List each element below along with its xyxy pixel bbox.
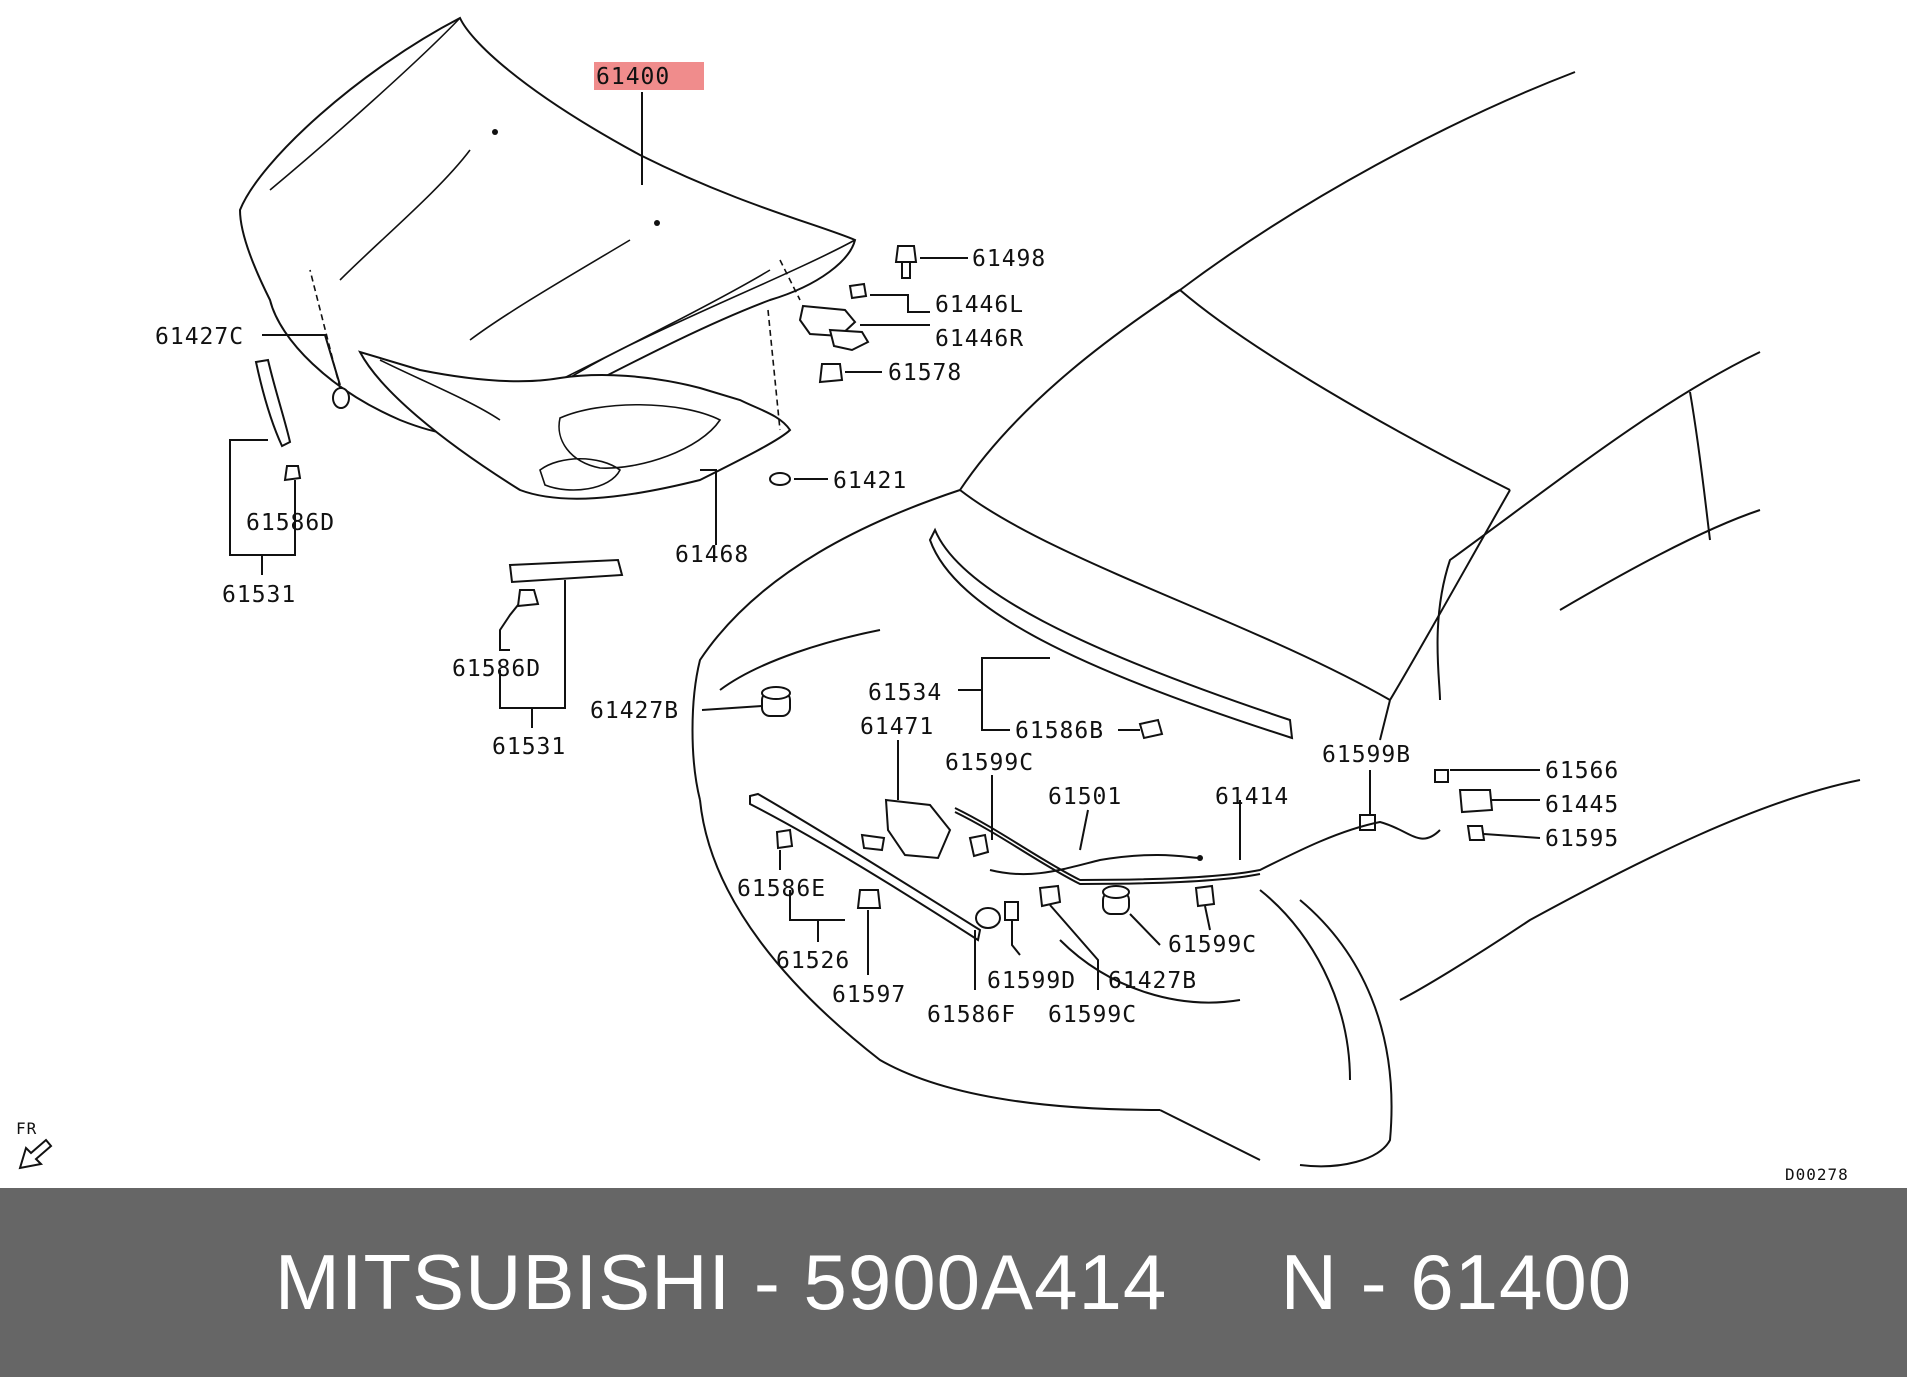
- clip-61599C-a: [968, 833, 990, 858]
- part-number: 5900A414: [803, 1238, 1168, 1326]
- label-61421: 61421: [833, 468, 907, 494]
- hood-insulator: [358, 350, 792, 500]
- clip-61599B: [1359, 814, 1376, 831]
- label-61586D-a: 61586D: [246, 510, 335, 536]
- label-61427B-b: 61427B: [1108, 968, 1197, 994]
- drawing-id: D00278: [1785, 1165, 1849, 1184]
- label-61468: 61468: [675, 542, 749, 568]
- label-61526: 61526: [776, 948, 850, 974]
- ref-number: 61400: [1410, 1238, 1633, 1326]
- parts-diagram: 61400 61498 61446L 61446R 61578 61427C 6…: [16, 16, 1861, 1184]
- label-61531-b: 61531: [492, 734, 566, 760]
- label-61498: 61498: [972, 246, 1046, 272]
- bumper-61427B-top: [761, 686, 791, 717]
- clip-61599C-c: [1194, 884, 1216, 908]
- label-61597: 61597: [832, 982, 906, 1008]
- label-61534: 61534: [868, 680, 942, 706]
- hood-panel: [238, 16, 857, 437]
- bumper-61578: [767, 309, 844, 431]
- label-61414: 61414: [1215, 784, 1289, 810]
- clip-61421: [769, 472, 791, 486]
- n-label: N: [1280, 1238, 1338, 1326]
- label-61586E: 61586E: [737, 876, 826, 902]
- clip-61586D-a: [283, 465, 302, 482]
- bolt-61566: [1434, 769, 1449, 783]
- label-61471: 61471: [860, 714, 934, 740]
- label-61586D-b: 61586D: [452, 656, 541, 682]
- separator: -: [1337, 1238, 1411, 1326]
- footer-title: MITSUBISHI - 5900A414 N - 61400: [275, 1237, 1632, 1328]
- seal-61531-mid: [508, 558, 624, 584]
- weatherstrip-61534: [928, 527, 1294, 740]
- grommet-61586F: [975, 907, 1001, 929]
- label-61445: 61445: [1545, 792, 1619, 818]
- front-arrow-icon: FR: [16, 1119, 53, 1170]
- label-61400: 61400: [596, 64, 670, 90]
- label-61566: 61566: [1545, 758, 1619, 784]
- label-61586B: 61586B: [1015, 718, 1104, 744]
- label-61446R: 61446R: [935, 326, 1024, 352]
- label-61599C-a: 61599C: [945, 750, 1034, 776]
- bolt-61597: [856, 889, 882, 909]
- clip-61586B: [1138, 718, 1164, 740]
- clip-61586D-b: [516, 589, 540, 608]
- label-61446L: 61446L: [935, 292, 1024, 318]
- car-body-outline: [691, 71, 1861, 1168]
- label-61599C-c: 61599C: [1048, 1002, 1137, 1028]
- hood-latch-61471: [860, 798, 952, 860]
- seal-61531-left: [254, 358, 292, 448]
- clip-61599D: [1004, 901, 1019, 921]
- highlight-box: [594, 62, 704, 90]
- label-61427B-a: 61427B: [590, 698, 679, 724]
- fr-label: FR: [16, 1119, 37, 1138]
- bumper-61427B-bottom: [1102, 885, 1130, 915]
- gap: [1167, 1238, 1280, 1326]
- label-61595: 61595: [1545, 826, 1619, 852]
- hinge-61446: [779, 259, 870, 352]
- brand-name: MITSUBISHI: [274, 1238, 732, 1326]
- label-61578: 61578: [888, 360, 962, 386]
- footer-bar: MITSUBISHI - 5900A414 N - 61400: [0, 1188, 1907, 1377]
- support-rod-61526: [749, 792, 982, 942]
- label-61531-a: 61531: [222, 582, 296, 608]
- label-61427C: 61427C: [155, 324, 244, 350]
- label-61599D: 61599D: [987, 968, 1076, 994]
- label-61599C-b: 61599C: [1168, 932, 1257, 958]
- cable-61414-61501: [954, 807, 1441, 886]
- separator: -: [731, 1238, 804, 1326]
- clip-61586E: [775, 828, 794, 850]
- label-61501: 61501: [1048, 784, 1122, 810]
- label-61586F: 61586F: [927, 1002, 1016, 1028]
- clip-61599C-b: [1038, 884, 1062, 908]
- bolt-61498: [894, 245, 918, 279]
- leader-lines: [229, 92, 1541, 990]
- clip-61595: [1466, 825, 1486, 841]
- label-61599B: 61599B: [1322, 742, 1411, 768]
- cable-end-61445: [1458, 789, 1494, 814]
